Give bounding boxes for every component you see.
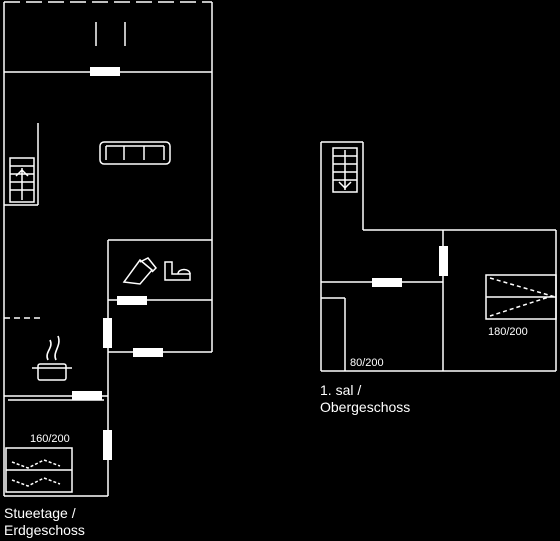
- toilet-icon: [164, 261, 191, 281]
- upper-floor-caption: 1. sal / Obergeschoss: [320, 382, 410, 416]
- upper-floor-doors: [372, 246, 448, 287]
- stairs-icon: [9, 157, 35, 203]
- upper-floor-caption-line2: Obergeschoss: [320, 399, 411, 415]
- upper-floor-caption-line1: 1. sal /: [320, 382, 362, 398]
- door-upper-bedroom: [439, 246, 448, 276]
- door-hall: [103, 318, 112, 348]
- ground-floor-doors: [72, 67, 163, 460]
- door-bathroom: [117, 296, 147, 305]
- bed-icon: [5, 447, 73, 493]
- sofa-icon: [99, 141, 171, 165]
- stairs-icon: [332, 147, 358, 193]
- door-small-room: [133, 348, 163, 357]
- ground-floor-caption-line1: Stueetage /: [4, 505, 76, 521]
- door-bedroom: [103, 430, 112, 460]
- terrace-railing: [95, 22, 126, 46]
- cooking-pot-icon: [32, 335, 72, 381]
- ground-floor-walls: [3, 1, 213, 497]
- ground-floor-caption: Stueetage / Erdgeschoss: [4, 505, 85, 539]
- door-kitchen: [72, 391, 102, 400]
- door-terrace: [90, 67, 120, 76]
- ground-floor-caption-line2: Erdgeschoss: [4, 522, 85, 538]
- sink-icon: [122, 257, 158, 285]
- bed-label-upper-right: 180/200: [488, 326, 528, 338]
- bed-label-ground: 160/200: [30, 433, 70, 445]
- bed-label-upper-left: 80/200: [350, 357, 384, 369]
- door-upper-hall: [372, 278, 402, 287]
- bed-icon: [485, 274, 557, 320]
